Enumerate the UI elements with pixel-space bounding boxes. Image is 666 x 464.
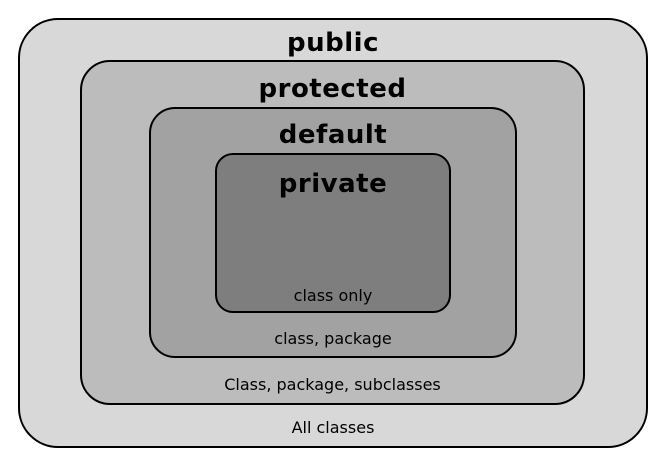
protected-caption: Class, package, subclasses	[224, 375, 441, 394]
public-title: public	[287, 28, 379, 58]
protected-title: protected	[258, 74, 407, 104]
private-caption: class only	[293, 286, 373, 305]
public-caption: All classes	[291, 418, 375, 437]
default-title: default	[278, 120, 388, 150]
private-scope-box: private class only	[215, 153, 451, 313]
default-caption: class, package	[274, 329, 392, 348]
private-title: private	[278, 169, 388, 199]
